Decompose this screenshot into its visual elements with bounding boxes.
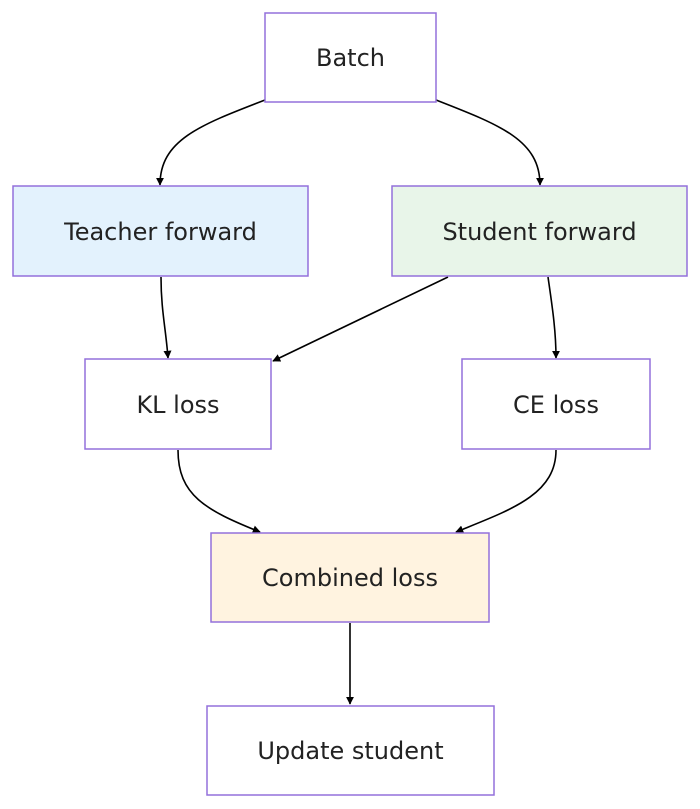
node-combined-loss-label: Combined loss: [262, 564, 438, 592]
node-batch-box: [264, 12, 437, 103]
node-kl-loss: KL loss: [84, 358, 272, 450]
node-student-forward-box: [391, 185, 688, 277]
node-update-student-label: Update student: [257, 737, 443, 765]
edge-batch-to-teacher: [156, 99, 266, 186]
node-batch: Batch: [264, 12, 437, 103]
node-combined-loss-box: [210, 532, 490, 623]
edges: [156, 99, 560, 705]
node-update-student-box: [206, 705, 495, 796]
node-kl-loss-label: KL loss: [136, 391, 219, 419]
node-ce-loss-box: [461, 358, 651, 450]
edge-kl-to-combined: [177, 449, 261, 534]
node-teacher-forward-box: [12, 185, 309, 277]
node-combined-loss: Combined loss: [210, 532, 490, 623]
node-update-student: Update student: [206, 705, 495, 796]
edge-ce-to-combined: [455, 449, 557, 533]
node-batch-label: Batch: [316, 44, 385, 72]
node-teacher-forward: Teacher forward: [12, 185, 309, 277]
node-student-forward: Student forward: [391, 185, 688, 277]
node-teacher-forward-label: Teacher forward: [63, 218, 257, 246]
node-ce-loss-label: CE loss: [513, 391, 599, 419]
node-ce-loss: CE loss: [461, 358, 651, 450]
node-student-forward-label: Student forward: [442, 218, 636, 246]
edge-student-to-kl: [272, 276, 449, 362]
edge-student-to-ce: [547, 276, 560, 359]
edge-batch-to-student: [435, 99, 544, 186]
edge-teacher-to-kl: [160, 276, 172, 359]
node-kl-loss-box: [84, 358, 272, 450]
